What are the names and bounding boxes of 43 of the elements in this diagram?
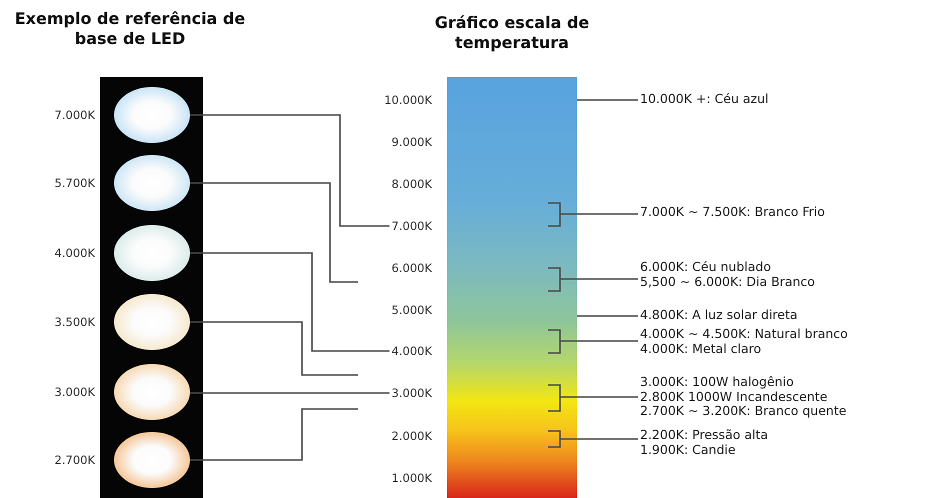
scale-tick-label: 4.000K — [392, 344, 432, 358]
temperature-label: 7.000K — [54, 108, 95, 122]
temperature-label: 2.700K — [54, 453, 95, 467]
scale-tick-label: 2.000K — [392, 429, 432, 443]
annotation-text: 2.700K ~ 3.200K: Branco quente — [640, 404, 846, 418]
leader-line — [577, 278, 638, 280]
scale-tick-label: 1.000K — [392, 471, 432, 485]
leader-line — [577, 396, 638, 398]
leader-line — [190, 392, 390, 394]
connector-line — [190, 182, 358, 283]
scale-tick-label: 9.000K — [392, 135, 432, 149]
annotation-text: 2.200K: Pressão alta — [640, 428, 768, 442]
annotation-text: 2.800K 1000W Incandescente — [640, 390, 828, 404]
annotation-text: 3.000K: 100W halogênio — [640, 375, 795, 390]
leader-line — [577, 315, 638, 317]
leader-line — [577, 438, 638, 440]
annotation-text: 7.000K ~ 7.500K: Branco Frio — [640, 205, 825, 220]
scale-tick-label: 6.000K — [392, 261, 432, 275]
leader-line — [577, 213, 638, 215]
temperature-label: 3.000K — [54, 385, 95, 399]
annotation-text: 5,500 ~ 6.000K: Dia Branco — [640, 274, 815, 289]
scale-tick-label: 3.000K — [392, 386, 432, 400]
scale-tick-label: 8.000K — [392, 177, 432, 191]
annotation-text: 10.000K +: Céu azul — [640, 92, 768, 106]
connector-line — [190, 408, 358, 461]
connector-line — [190, 321, 358, 376]
annotation-text: 4.800K: A luz solar direta — [640, 308, 798, 322]
leader-line — [577, 99, 638, 101]
temperature-label: 3.500K — [54, 315, 95, 329]
scale-tick-label: 10.000K — [384, 93, 432, 107]
leader-line — [577, 340, 638, 342]
scale-tick-label: 5.000K — [392, 303, 432, 317]
leader-line — [190, 114, 390, 227]
temperature-label: 5.700K — [54, 176, 95, 190]
panel-heading: Exemplo de referência de base de LED — [14, 9, 246, 49]
leader-line — [190, 252, 390, 352]
annotation-text: 4.000K ~ 4.500K: Natural branco — [640, 327, 848, 342]
annotation-text: 1.900K: Candie — [640, 442, 737, 457]
panel-heading: Gráfico escala de temperatura — [434, 13, 590, 53]
annotation-text: 6.000K: Céu nublado — [640, 260, 772, 274]
temperature-label: 4.000K — [54, 246, 95, 260]
annotation-text: 4.000K: Metal claro — [640, 342, 762, 356]
scale-tick-label: 7.000K — [392, 219, 432, 233]
